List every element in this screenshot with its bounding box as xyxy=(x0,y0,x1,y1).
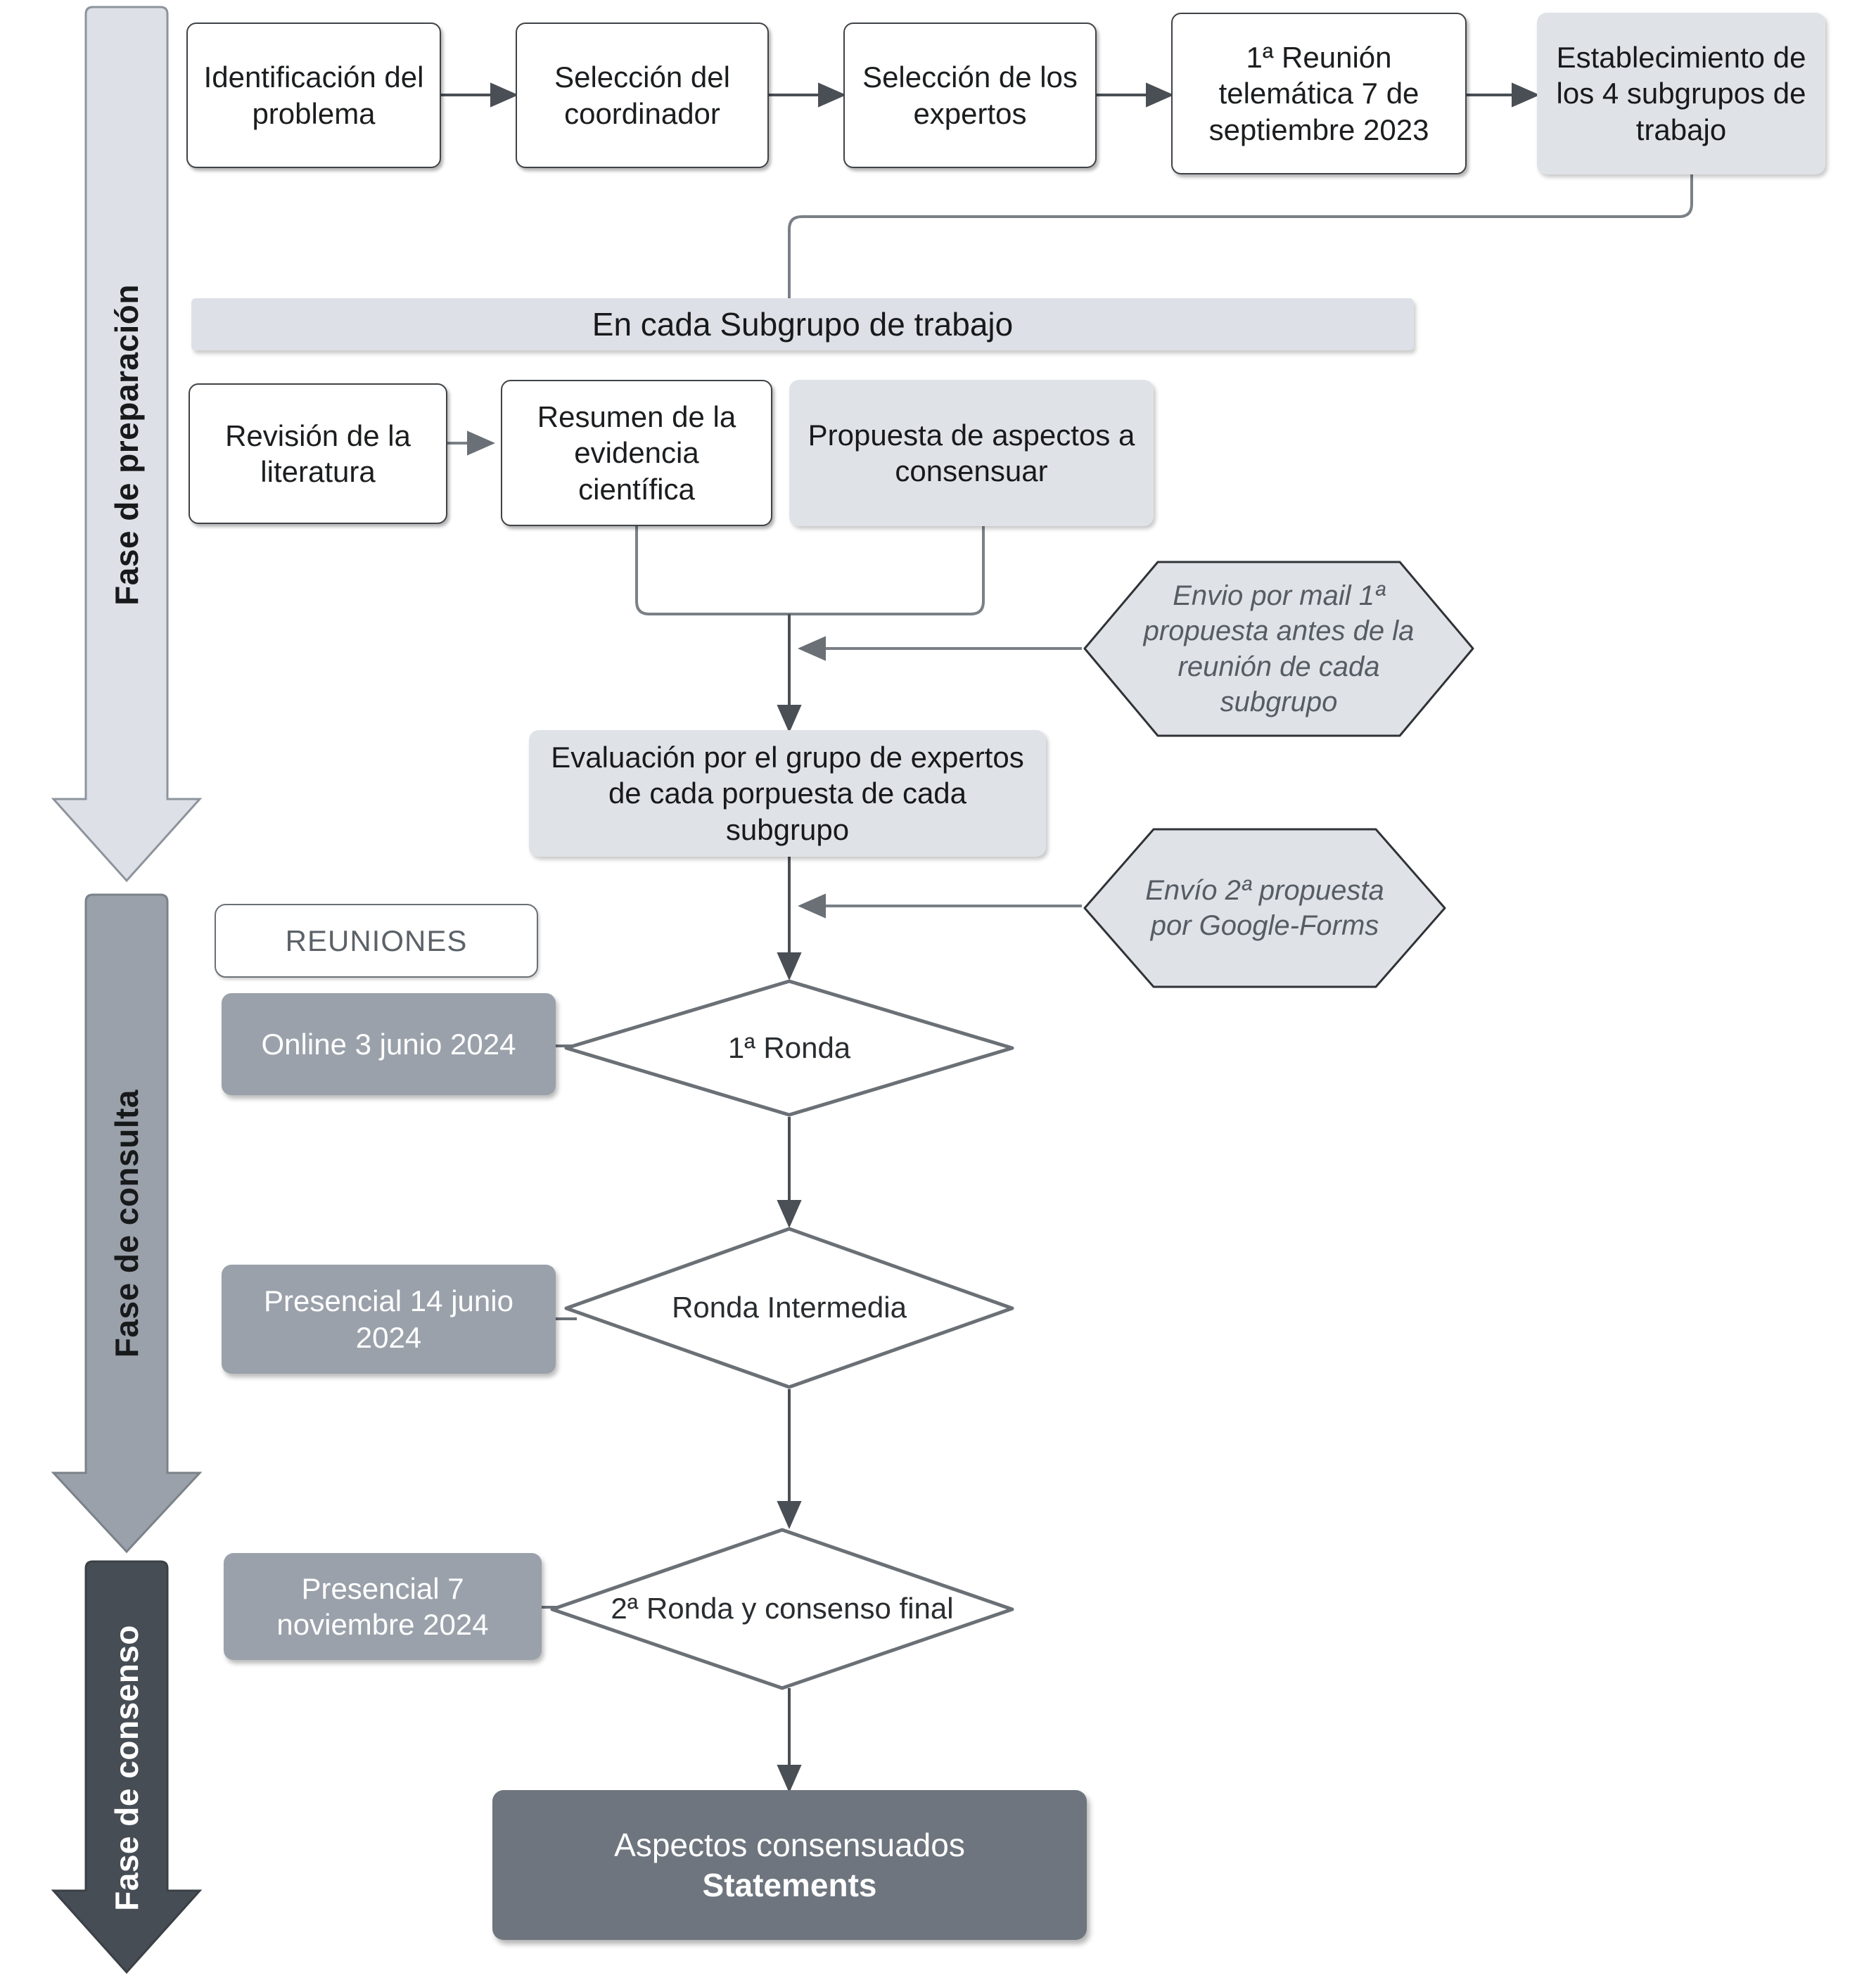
callout-envio-mail-1a-propuesta[interactable]: Envio por mail 1ª propuesta antes de la … xyxy=(1082,559,1476,739)
phase-arrow-consenso: Fase de consenso xyxy=(49,1560,204,1975)
decision-label-2: Ronda Intermedia xyxy=(672,1291,907,1324)
meeting-presencial-7-noviembre-2024[interactable]: Presencial 7 noviembre 2024 xyxy=(224,1553,542,1660)
callout-envio-2a-propuesta-google-forms[interactable]: Envío 2ª propuesta por Google-Forms xyxy=(1082,826,1448,990)
meeting-online-3-junio-2024[interactable]: Online 3 junio 2024 xyxy=(222,993,556,1095)
step-establecimiento-subgrupos[interactable]: Establecimiento de los 4 subgrupos de tr… xyxy=(1537,13,1825,174)
decision-primera-ronda[interactable]: 1ª Ronda xyxy=(563,978,1016,1118)
phase-label-consenso: Fase de consenso xyxy=(108,1624,145,1911)
step-seleccion-coordinador[interactable]: Selección del coordinador xyxy=(516,23,769,168)
phase-arrow-preparacion: Fase de preparación xyxy=(49,6,204,883)
step-resumen-evidencia[interactable]: Resumen de la evidencia científica xyxy=(501,380,772,526)
step-primera-reunion[interactable]: 1ª Reunión telemática 7 de septiembre 20… xyxy=(1171,13,1467,174)
phase-arrow-consulta: Fase de consulta xyxy=(49,893,204,1554)
phase-label-preparacion: Fase de preparación xyxy=(108,283,145,606)
phase-label-consulta: Fase de consulta xyxy=(108,1090,145,1358)
final-line-2: Statements xyxy=(702,1866,877,1903)
step-evaluacion-expertos[interactable]: Evaluación por el grupo de expertos de c… xyxy=(529,730,1046,857)
decision-label-3: 2ª Ronda y consenso final xyxy=(611,1592,954,1625)
callout-text-2: Envío 2ª propuesta por Google-Forms xyxy=(1145,874,1384,941)
decision-label-1: 1ª Ronda xyxy=(727,1030,851,1064)
final-aspectos-consensuados[interactable]: Aspectos consensuados Statements xyxy=(492,1790,1087,1940)
subgroup-header-bar: En cada Subgrupo de trabajo xyxy=(191,298,1414,350)
meeting-presencial-14-junio-2024[interactable]: Presencial 14 junio 2024 xyxy=(222,1265,556,1374)
callout-text-1: Envio por mail 1ª propuesta antes de la … xyxy=(1143,580,1415,717)
final-line-1: Aspectos consensuados xyxy=(614,1827,965,1864)
meetings-title-box: REUNIONES xyxy=(215,904,538,978)
step-propuesta-aspectos[interactable]: Propuesta de aspectos a consensuar xyxy=(789,380,1154,526)
decision-ronda-intermedia[interactable]: Ronda Intermedia xyxy=(563,1225,1016,1391)
step-seleccion-expertos[interactable]: Selección de los expertos xyxy=(843,23,1097,168)
decision-segunda-ronda-consenso[interactable]: 2ª Ronda y consenso final xyxy=(549,1526,1016,1692)
step-revision-literatura[interactable]: Revisión de la literatura xyxy=(189,383,447,524)
step-identificacion-problema[interactable]: Identificación del problema xyxy=(186,23,441,168)
